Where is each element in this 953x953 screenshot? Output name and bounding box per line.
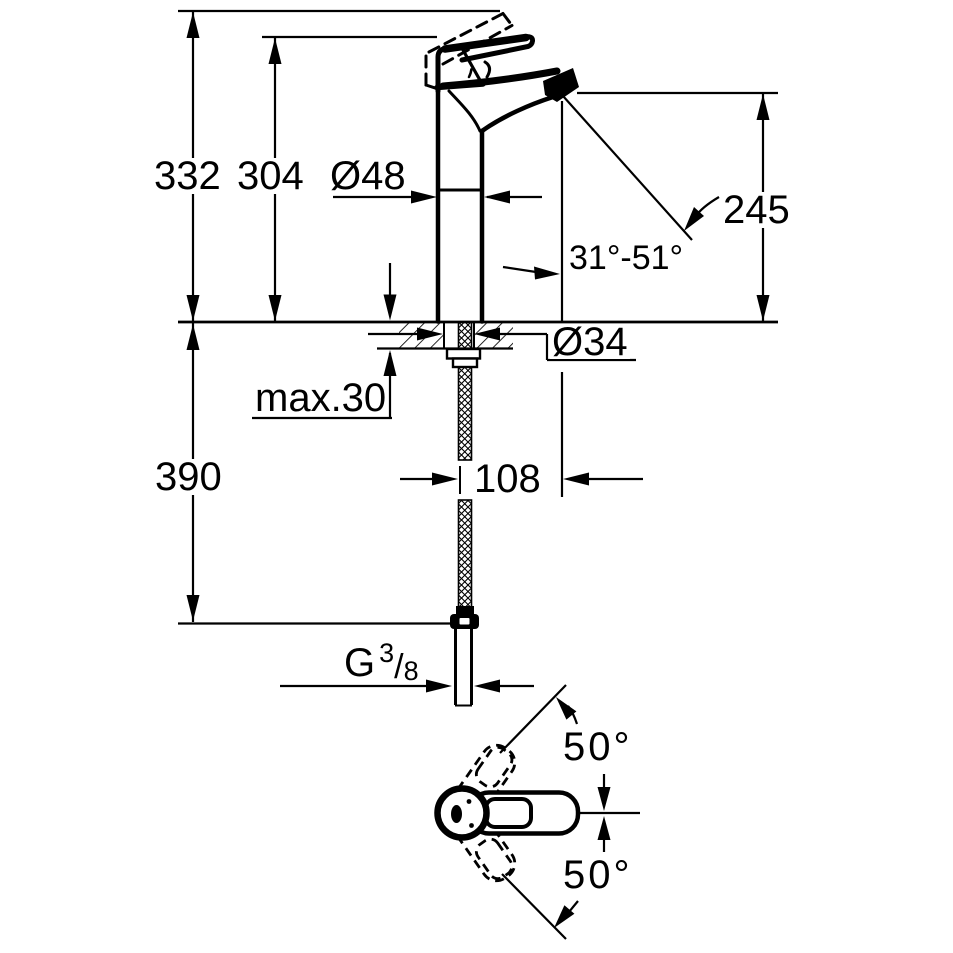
thread-numerator: 3 xyxy=(379,638,395,668)
spout-height-label: 245 xyxy=(721,188,792,232)
faucet-side-view xyxy=(424,12,579,324)
thread-prefix: G xyxy=(344,641,376,685)
faucet-top-view xyxy=(434,684,640,940)
handle-swing-down-label: 50° xyxy=(561,853,635,897)
max-deck-thickness-label: max.30 xyxy=(253,376,389,420)
height-to-handle-label: 304 xyxy=(235,154,306,198)
spout-angle-range-label: 31°-51° xyxy=(567,239,686,277)
handle-swing-up-label: 50° xyxy=(561,725,635,769)
thread-denominator: 8 xyxy=(403,656,419,686)
overall-height-label: 332 xyxy=(152,154,223,198)
swing-angle-arrowheads xyxy=(554,697,611,928)
raised-handle-dashed xyxy=(424,12,514,91)
spout-projection-label: 108 xyxy=(472,457,543,501)
length-below-deck-label: 390 xyxy=(153,455,224,499)
deck-section xyxy=(399,322,513,349)
thread-slash-icon: / xyxy=(394,648,404,686)
supply-hose xyxy=(445,321,482,707)
body-diameter-label: Ø48 xyxy=(328,154,408,198)
hole-diameter-label: Ø34 xyxy=(550,320,630,364)
thread-size-label: G 3 / 8 xyxy=(342,640,421,686)
